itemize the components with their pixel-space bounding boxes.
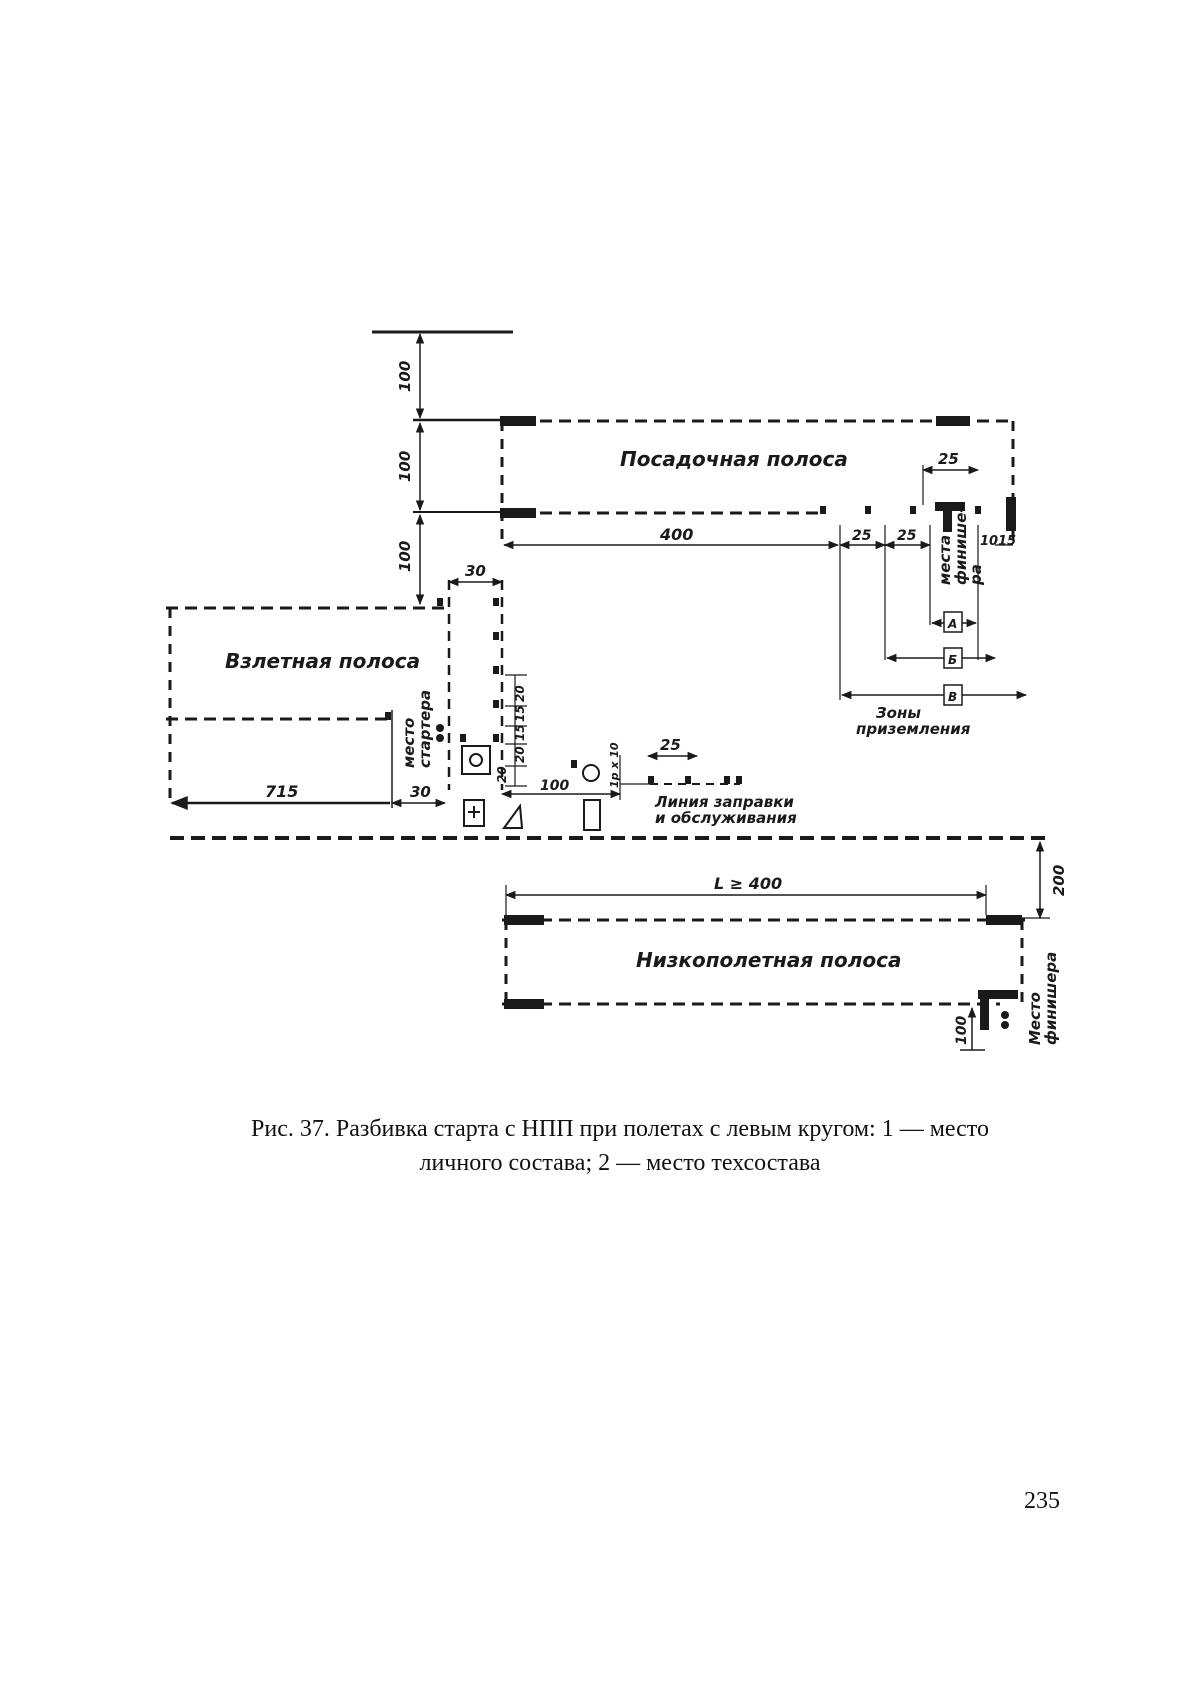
tech-crew-icon — [582, 764, 601, 831]
finisher-place-label-2: финише- — [952, 506, 970, 585]
caption-line-2: личного состава; 2 — место техсостава — [419, 1150, 821, 1176]
dim-low-finisher: 100 — [954, 1016, 970, 1045]
zone-marker-b: Б — [948, 653, 957, 667]
dim-service-gap: 100 — [540, 778, 569, 794]
takeoff-strip-label: Взлетная полоса — [225, 649, 420, 673]
flag-marker — [910, 506, 916, 514]
dim-top-gap: 100 — [396, 361, 414, 392]
touchdown-zones — [840, 611, 1028, 706]
low-level-strip-label: Низкополетная полоса — [636, 948, 901, 972]
strip-end-marker — [936, 416, 970, 426]
finisher-place-label-1: места — [936, 535, 954, 585]
caption-line-1: Рис. 37. Разбивка старта с НПП при полет… — [251, 1116, 989, 1142]
start-flags — [385, 598, 499, 742]
dim-starter-offset: 30 — [410, 783, 431, 801]
starter-flag-icon — [436, 724, 444, 742]
dim-service-step: 1p x 10 — [608, 742, 621, 788]
starter-place-label-1: место — [400, 718, 418, 768]
landing-strip — [500, 416, 1016, 545]
figure-caption: Рис. 37. Разбивка старта с НПП при полет… — [170, 1112, 1070, 1180]
low-strip-dims — [504, 840, 1050, 920]
landing-strip-label: Посадочная полоса — [620, 447, 848, 471]
finisher-t-sign — [935, 502, 965, 532]
starter-place-label-2: стартера — [416, 690, 434, 768]
dim-finisher-offset-2: 15 — [998, 534, 1016, 549]
service-flags — [571, 760, 742, 784]
refuel-line-label-1: Линия заправки — [654, 793, 794, 811]
dim-stack-3: 15 — [513, 724, 527, 741]
dim-takeoff-length: 715 — [265, 782, 298, 801]
touchdown-zones-label-2: приземления — [856, 720, 971, 738]
dim-stack-1: 20 — [513, 685, 527, 702]
dim-gap-to-takeoff: 100 — [396, 541, 414, 572]
finisher-t-sign-bottom — [978, 990, 1018, 1030]
dim-stack-5: 20 — [495, 766, 509, 783]
dim-start-width: 30 — [465, 562, 486, 580]
dim-low-length: L ≥ 400 — [714, 874, 782, 893]
stacked-dims — [505, 674, 527, 787]
triangle-sign-icon — [502, 803, 524, 829]
refuel-line-label-2: и обслуживания — [655, 809, 797, 827]
zone-marker-v: В — [948, 690, 957, 704]
dim-low-offset: 200 — [1050, 865, 1068, 896]
page-number: 235 — [1024, 1488, 1060, 1514]
finisher-place-bottom-label-2: финишера — [1042, 952, 1060, 1045]
start-area — [447, 577, 504, 790]
strip-end-marker — [1006, 497, 1016, 531]
dim-landing-length: 400 — [659, 525, 693, 544]
flag-marker — [975, 506, 981, 514]
dim-zone-step-2: 25 — [897, 528, 917, 544]
touchdown-zones-label-1: Зоны — [876, 704, 921, 722]
finisher-flag-icon — [1001, 1011, 1009, 1029]
dim-zone-step-1: 25 — [852, 528, 872, 544]
strip-end-marker — [500, 508, 536, 518]
personnel-place-icon — [461, 745, 491, 775]
takeoff-strip — [166, 606, 447, 805]
low-level-strip — [502, 915, 1025, 1009]
dim-finisher-offset-1: 10 — [980, 534, 998, 549]
landing-flags — [820, 506, 981, 514]
finisher-place-bottom-label-1: Место — [1026, 992, 1044, 1045]
dim-stack-4: 20 — [513, 746, 527, 763]
dim-service-width: 25 — [660, 736, 681, 754]
strip-end-marker — [500, 416, 536, 426]
takeoff-dims — [170, 710, 447, 810]
vertical-dimensions — [372, 330, 513, 606]
dim-stack-2: 15 — [513, 705, 527, 722]
dim-landing-width: 100 — [396, 451, 414, 482]
zone-marker-a: А — [947, 617, 957, 631]
flag-marker — [820, 506, 826, 514]
ambulance-icon — [463, 799, 485, 827]
flag-marker — [865, 506, 871, 514]
dim-finisher-width: 25 — [938, 450, 959, 468]
finisher-place-label-3: ра — [967, 564, 985, 586]
landing-length-dims — [502, 525, 1013, 700]
service-line — [500, 751, 740, 800]
